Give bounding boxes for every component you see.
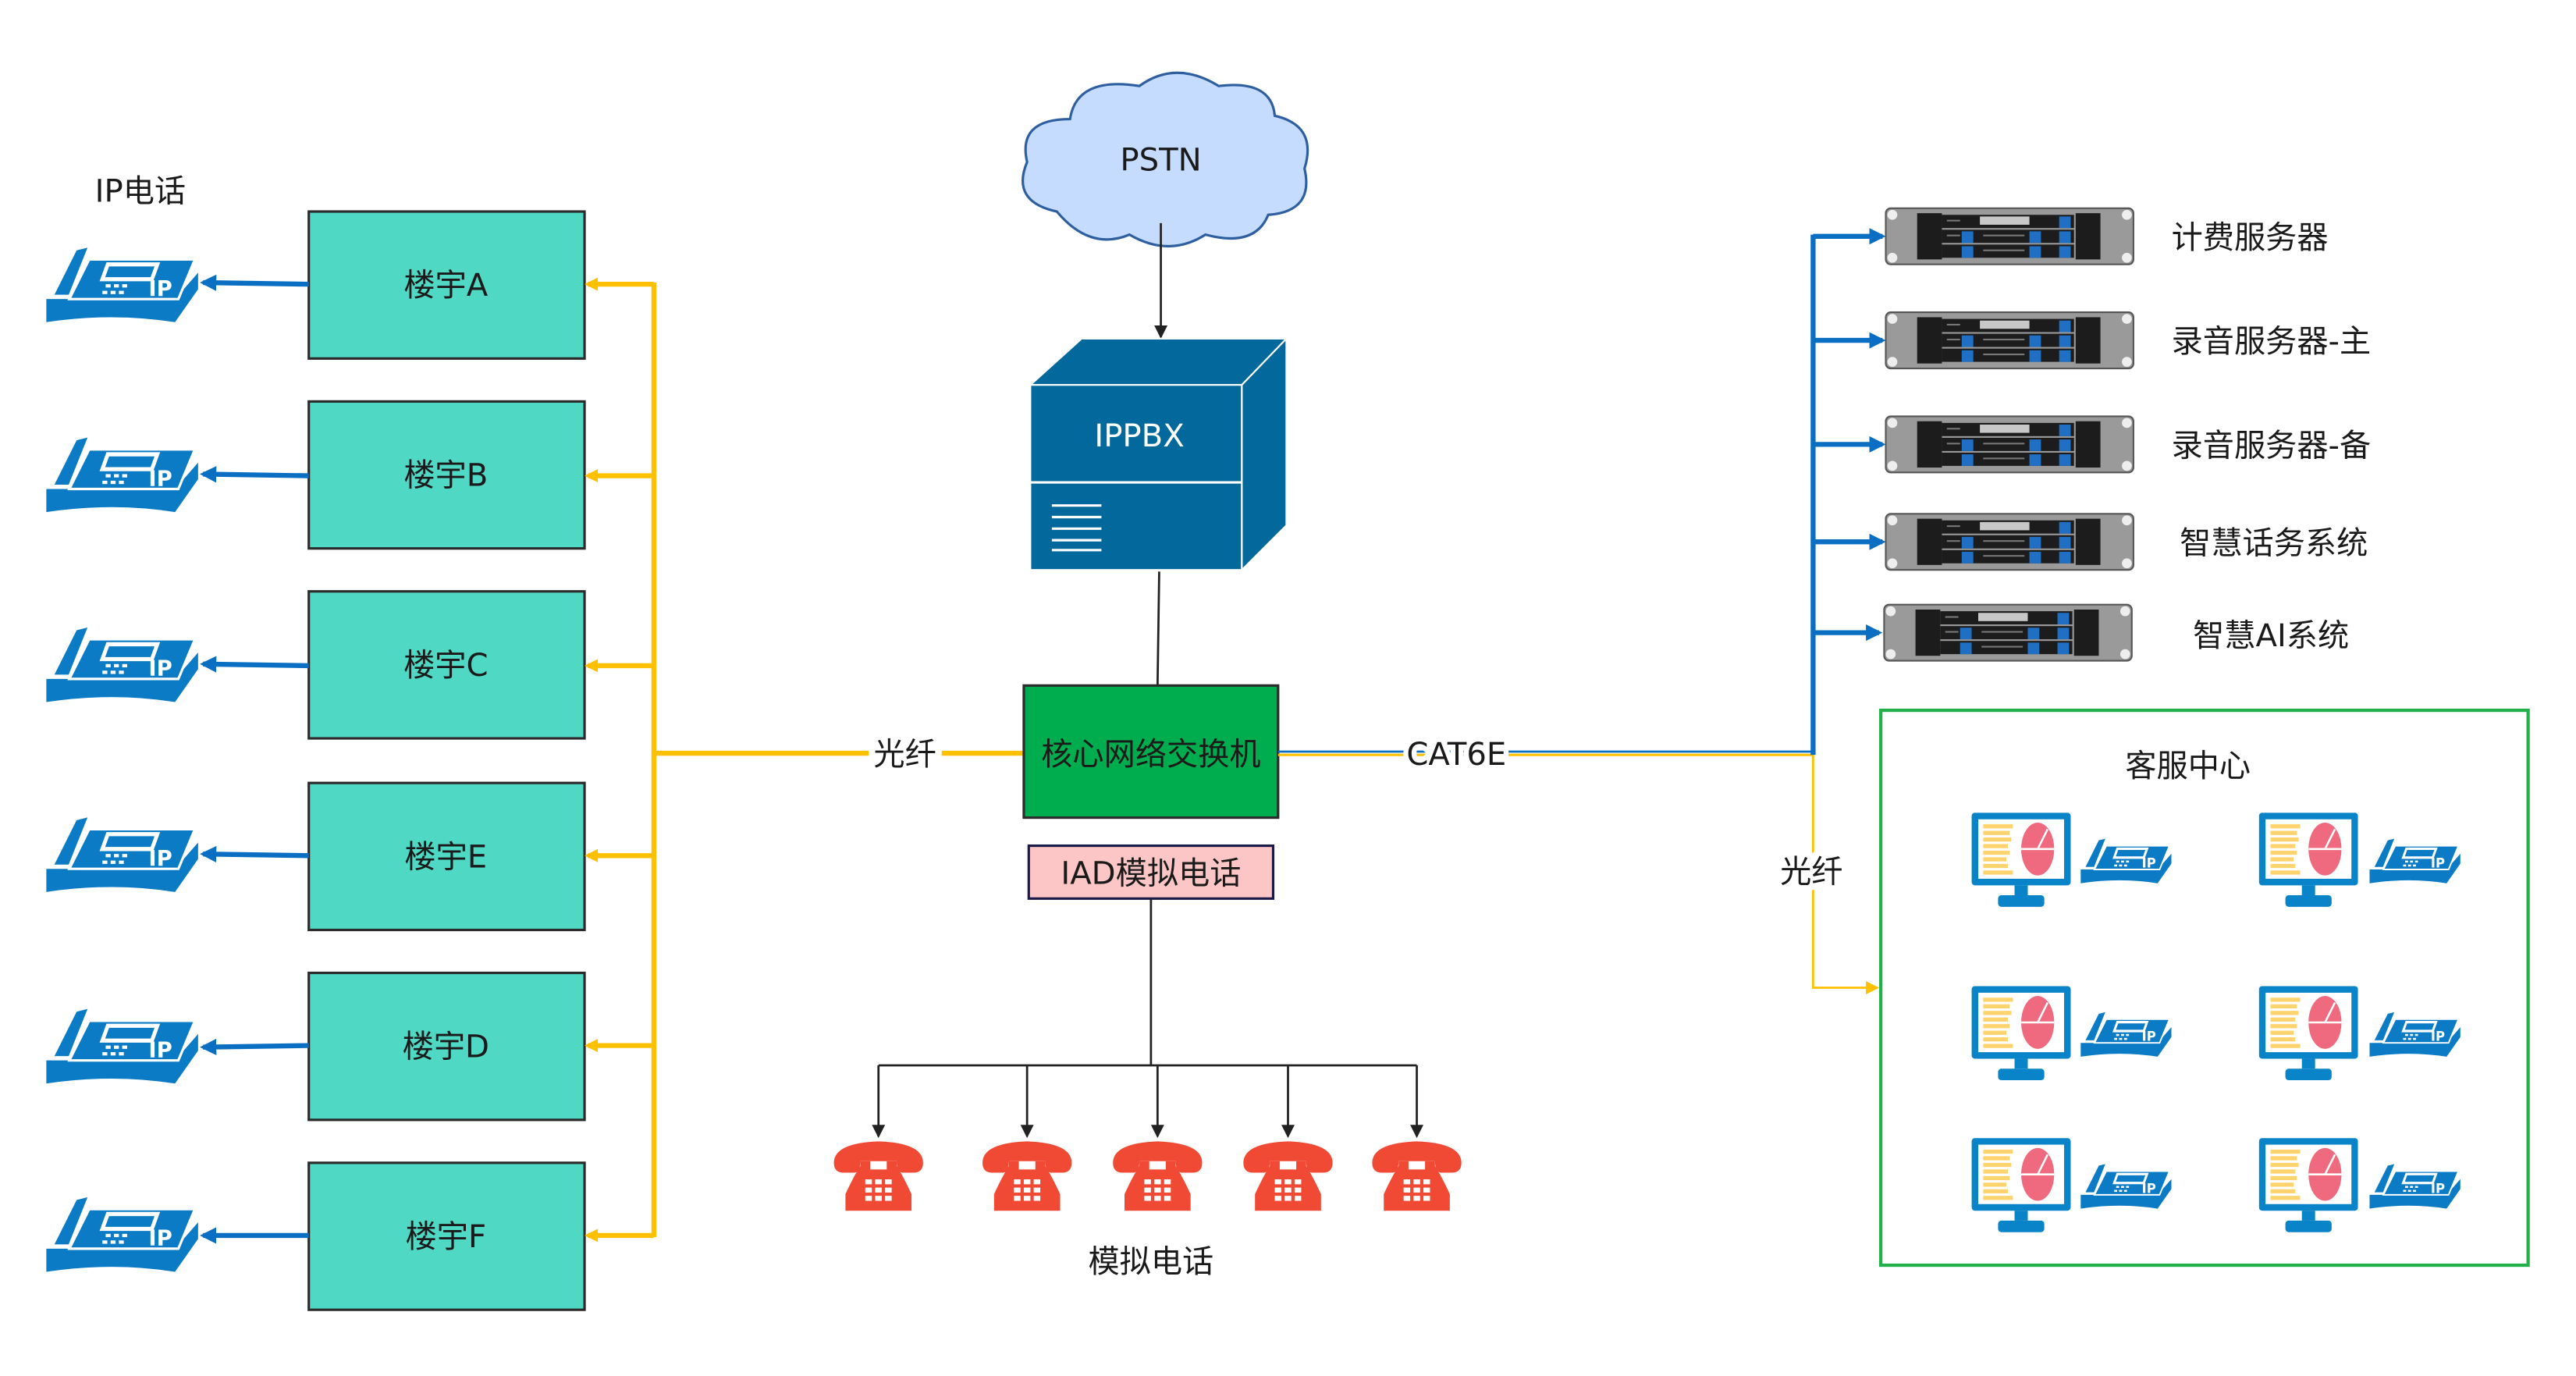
building-label: 楼宇F bbox=[406, 1219, 487, 1255]
iad-label: IAD模拟电话 bbox=[1061, 856, 1241, 892]
server-icon bbox=[1885, 207, 2134, 265]
ip-phone-icon bbox=[46, 436, 198, 512]
agent-workstation[interactable] bbox=[2258, 812, 2461, 908]
building-label: 楼宇B bbox=[403, 458, 488, 494]
iad-box[interactable]: IAD模拟电话 bbox=[1027, 844, 1275, 900]
ip-phone-icon bbox=[2369, 838, 2460, 884]
ip-phone-icon bbox=[46, 626, 198, 702]
service-center[interactable]: 客服中心 bbox=[1879, 708, 2530, 1268]
analog-phone-icon bbox=[1372, 1141, 1462, 1211]
ip-phones-label: IP电话 bbox=[95, 174, 186, 210]
pstn-cloud[interactable]: PSTN bbox=[1022, 71, 1309, 247]
analog-phone-icon bbox=[1243, 1141, 1333, 1211]
monitor-icon bbox=[2258, 812, 2358, 908]
server-icon bbox=[1885, 415, 2134, 474]
server-label: 录音服务器-备 bbox=[2172, 428, 2372, 464]
ip-phone-icon bbox=[2369, 1163, 2460, 1208]
server-billing[interactable]: 计费服务器 bbox=[1813, 207, 2329, 265]
analog-phone-icon bbox=[833, 1141, 923, 1211]
ip-phone-icon bbox=[2080, 1012, 2171, 1057]
analog-phone-icon bbox=[1113, 1141, 1203, 1211]
building-label: 楼宇D bbox=[403, 1029, 489, 1065]
building-d[interactable]: 楼宇D bbox=[46, 971, 654, 1122]
server-smart-ai[interactable]: 智慧AI系统 bbox=[1813, 603, 2349, 662]
building-e[interactable]: 楼宇E bbox=[46, 781, 654, 932]
server-label: 智慧话务系统 bbox=[2180, 525, 2368, 561]
server-label: 智慧AI系统 bbox=[2193, 618, 2349, 654]
building-label: 楼宇A bbox=[403, 268, 488, 304]
core-switch-label: 核心网络交换机 bbox=[1041, 737, 1260, 773]
agent-workstation[interactable] bbox=[1971, 812, 2172, 908]
monitor-icon bbox=[2258, 986, 2358, 1082]
ippbx-device[interactable]: IPPBX bbox=[1028, 336, 1288, 572]
ethernet-arrow bbox=[200, 656, 309, 673]
monitor-icon bbox=[1971, 986, 2071, 1082]
ip-phone-icon bbox=[2369, 1012, 2460, 1057]
core-switch[interactable]: 核心网络交换机 bbox=[1022, 684, 1280, 820]
ethernet-arrow bbox=[200, 845, 309, 863]
server-label: 录音服务器-主 bbox=[2172, 324, 2372, 360]
agent-workstation[interactable] bbox=[1971, 986, 2172, 1082]
fiber-label-right: 光纤 bbox=[1780, 854, 1842, 890]
building-c[interactable]: 楼宇C bbox=[46, 590, 654, 740]
ip-phone-icon bbox=[46, 1196, 198, 1271]
agent-workstation[interactable] bbox=[2258, 986, 2461, 1082]
ip-phone-icon bbox=[46, 1008, 198, 1083]
building-label: 楼宇C bbox=[403, 648, 488, 684]
ethernet-arrow bbox=[200, 1038, 309, 1056]
server-icon bbox=[1885, 513, 2134, 571]
monitor-icon bbox=[2258, 1138, 2358, 1234]
building-f[interactable]: 楼宇F bbox=[46, 1161, 654, 1311]
analog-lines bbox=[872, 898, 1424, 1139]
fiber-label-left: 光纤 bbox=[873, 737, 936, 773]
ip-phone-icon bbox=[2080, 838, 2171, 884]
left-fiber-trunk bbox=[651, 283, 1024, 1238]
analog-phone-icon bbox=[982, 1141, 1072, 1211]
server-recording-backup[interactable]: 录音服务器-备 bbox=[1813, 415, 2372, 474]
pstn-label: PSTN bbox=[1120, 142, 1201, 178]
ethernet-arrow bbox=[200, 466, 309, 483]
server-icon bbox=[1883, 603, 2133, 662]
cat6e-link bbox=[1277, 750, 1814, 756]
ip-phone-icon bbox=[46, 246, 198, 322]
ip-phone-icon bbox=[46, 816, 198, 891]
vent-lines-icon bbox=[1051, 504, 1102, 552]
agent-workstation[interactable] bbox=[1971, 1138, 2172, 1234]
analog-phones-label: 模拟电话 bbox=[1088, 1244, 1213, 1280]
building-b[interactable]: 楼宇B bbox=[46, 400, 654, 550]
monitor-icon bbox=[1971, 1138, 2071, 1234]
cat6e-label: CAT6E bbox=[1406, 737, 1506, 773]
right-fiber-link bbox=[1812, 755, 1880, 995]
service-center-label: 客服中心 bbox=[2125, 748, 2251, 784]
server-recording-primary[interactable]: 录音服务器-主 bbox=[1813, 311, 2372, 370]
monitor-icon bbox=[1971, 812, 2071, 908]
building-label: 楼宇E bbox=[404, 839, 487, 875]
ethernet-arrow bbox=[200, 274, 309, 291]
building-a[interactable]: 楼宇A bbox=[46, 210, 654, 360]
ippbx-switch-link bbox=[1156, 571, 1160, 686]
server-smart-call[interactable]: 智慧话务系统 bbox=[1813, 513, 2368, 571]
server-label: 计费服务器 bbox=[2172, 220, 2329, 256]
ip-phone-icon bbox=[2080, 1163, 2171, 1208]
ippbx-label: IPPBX bbox=[1094, 418, 1184, 454]
server-icon bbox=[1885, 311, 2134, 370]
agent-workstation[interactable] bbox=[2258, 1138, 2461, 1234]
